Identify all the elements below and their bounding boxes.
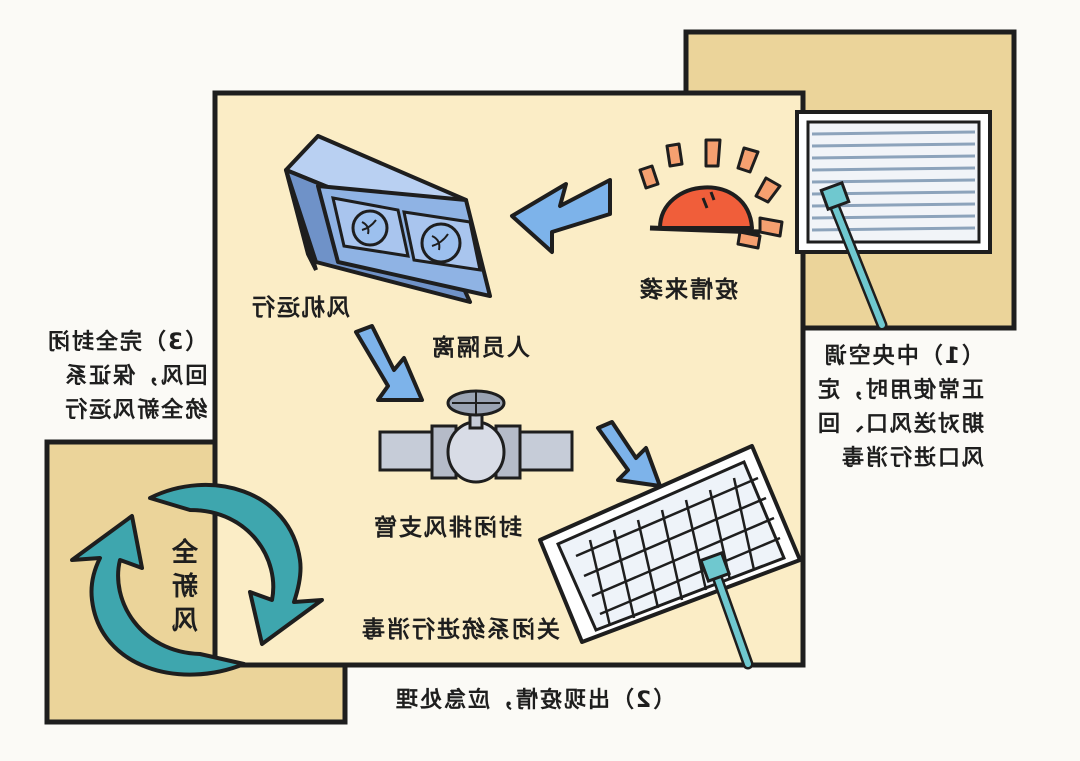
note-2: （2）出现疫情，应急处理 [394,688,676,713]
label-close-exhaust-branch: 封闭排风支管 [372,515,522,541]
note-1: （1）中央空调 正常使用时，定 期对送风口、回 风口进行消毒 [816,340,984,476]
arrow-to-fan-icon [510,178,612,254]
label-new-air-char-1: 全 [170,538,199,568]
note-1-line-3: 期对送风口、回 [816,412,985,437]
note-3-line-1: （3）完全封闭 [46,330,208,355]
note-1-line-4: 风口进行消毒 [840,446,985,471]
valve-pipe-icon [378,389,574,484]
vent-grille-icon [795,110,992,254]
arrow-to-valve-icon [354,324,424,402]
arrow-to-grille-icon [596,420,662,488]
label-new-air: 全 新 风 [170,536,198,638]
note-1-line-1: （1）中央空调 [822,344,985,369]
label-new-air-char-2: 新 [170,572,199,602]
label-fan-running: 风机运行 [250,295,350,321]
alarm-light-icon [638,138,784,250]
label-close-system-disinfect: 关闭系统进行消毒 [360,617,560,643]
note-1-line-2: 正常使用时，定 [816,378,985,403]
recycle-cycle-icon [70,483,324,677]
label-personnel-isolation: 人员隔离 [430,335,530,361]
disinfect-wand-icon [819,180,888,331]
note-3-line-3: 统全新风运行 [63,398,208,423]
fan-unit-icon [284,134,492,304]
disinfect-wand-2-icon [698,550,754,670]
label-new-air-char-3: 风 [170,606,199,636]
note-3-line-2: 回风，保证系 [63,364,208,389]
air-grille-icon [538,444,802,644]
label-epidemic-coming: 疫情来袭 [638,277,738,303]
note-3: （3）完全封闭 回风，保证系 统全新风运行 [46,326,207,428]
